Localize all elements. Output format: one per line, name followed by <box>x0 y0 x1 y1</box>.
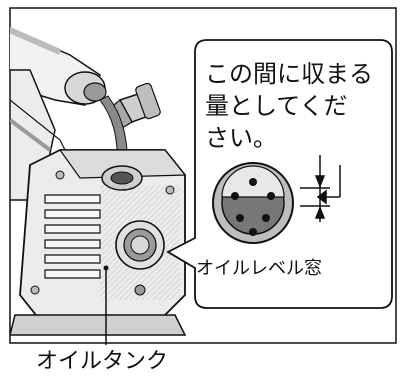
instruction-line-3: さい。 <box>205 124 277 152</box>
machine-drawing <box>10 26 187 336</box>
filler-cap <box>109 82 162 129</box>
instruction-line-1: この間に収まる <box>205 60 373 88</box>
instruction-line-2: 量としてくだ <box>205 92 348 120</box>
level-range-indicator <box>300 155 341 222</box>
tank-leader-dot <box>103 265 109 271</box>
tank-body <box>19 149 187 321</box>
oil-tank-label: オイルタンク <box>36 349 168 374</box>
oil-level-window-enlarged <box>212 162 294 244</box>
oil-level-window-label: オイルレベル窓 <box>196 258 322 279</box>
tank-base <box>10 314 187 336</box>
tank-oil-window <box>115 220 165 270</box>
